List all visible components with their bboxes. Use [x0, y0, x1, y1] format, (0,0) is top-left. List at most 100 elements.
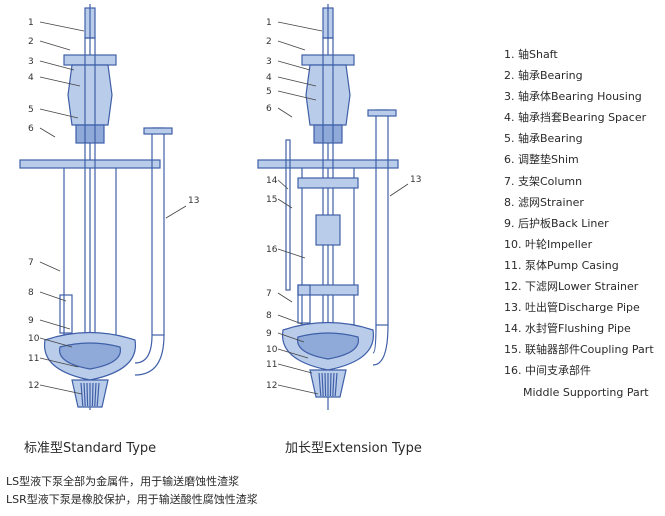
callout-number: 9	[266, 329, 272, 339]
legend-item-6: 6. 调整垫Shim	[504, 153, 579, 167]
callout-leader	[277, 198, 293, 209]
legend-item-5: 5. 轴承Bearing	[504, 132, 583, 146]
bearing-housing	[67, 64, 113, 126]
callout-leader	[277, 90, 317, 101]
callout-leader	[165, 205, 187, 219]
callout-leader	[39, 337, 73, 348]
bearing-lower	[75, 124, 105, 144]
callout-leader	[39, 384, 83, 395]
standard-caption-cn: 标准型	[24, 441, 64, 456]
bearing-lower	[313, 124, 343, 144]
callout-number: 7	[266, 289, 272, 299]
callout-number: 14	[266, 176, 278, 186]
strainer-rib	[94, 382, 97, 407]
callout-number: 16	[266, 245, 278, 255]
callout-leader	[39, 291, 67, 302]
callout-leader	[39, 261, 61, 272]
mounting-plate	[257, 159, 399, 169]
top-flange	[301, 54, 355, 66]
strainer-rib	[324, 372, 327, 397]
strainer-rib	[96, 382, 100, 407]
callout-leader	[39, 319, 71, 330]
legend-item-8: 8. 滤网Strainer	[504, 195, 584, 209]
callout-leader	[277, 248, 306, 259]
callout-number: 12	[266, 381, 277, 391]
strainer-rib	[334, 372, 338, 397]
discharge-elbow-outer	[372, 324, 389, 366]
callout-leader	[39, 357, 79, 368]
callout-number: 10	[266, 345, 278, 355]
extension-caption-en: Extension Type	[324, 441, 422, 456]
legend-item-12: 12. 下滤网Lower Strainer	[504, 280, 639, 294]
callout-number: 2	[266, 37, 272, 47]
discharge-pipe	[151, 127, 165, 336]
legend-item-16: 16. 中间支承部件	[504, 364, 591, 378]
callout-leader	[277, 60, 311, 71]
strainer-rib	[80, 382, 84, 407]
callout-leader	[277, 292, 293, 303]
legend-item-16-continued: Middle Supporting Part	[523, 385, 649, 399]
discharge-elbow	[372, 324, 377, 354]
callout-leader	[39, 21, 85, 32]
column-flange-upper	[297, 177, 359, 189]
strainer-rib	[83, 382, 86, 407]
mounting-plate	[19, 159, 161, 169]
strainer-rib	[86, 382, 89, 407]
callout-number: 5	[266, 87, 272, 97]
bearing-housing	[305, 64, 351, 126]
discharge-flange	[143, 127, 173, 135]
legend-item-11: 11. 泵体Pump Casing	[504, 258, 619, 272]
callout-number: 4	[28, 73, 34, 83]
strainer-rib	[318, 372, 322, 397]
callout-number: 5	[28, 105, 34, 115]
callout-leader	[277, 348, 309, 359]
legend-item-10: 10. 叶轮Impeller	[504, 237, 593, 251]
coupling	[315, 214, 341, 246]
middle-support	[297, 284, 359, 296]
callout-leader	[277, 179, 289, 190]
legend-item-3: 3. 轴承体Bearing Housing	[504, 90, 642, 104]
callout-number: 11	[266, 360, 277, 370]
strainer-rib	[329, 372, 332, 397]
callout-number: 2	[28, 37, 34, 47]
discharge-flange	[367, 109, 397, 117]
legend-item-13: 13. 吐出管Discharge Pipe	[504, 301, 640, 315]
legend-item-9: 9. 后护板Back Liner	[504, 216, 609, 230]
callout-number: 7	[28, 258, 34, 268]
callout-leader	[277, 314, 303, 325]
callout-number: 12	[28, 381, 39, 391]
pump-drawings	[19, 4, 399, 410]
callout-number: 3	[266, 57, 272, 67]
callout-number: 4	[266, 73, 272, 83]
callout-leader	[277, 76, 317, 87]
callout-number: 6	[28, 124, 34, 134]
discharge-elbow	[134, 334, 153, 364]
callout-leader	[39, 127, 56, 138]
extension-type-caption: 加长型Extension Type	[285, 437, 422, 456]
callout-leaders	[39, 21, 409, 395]
callout-leader	[277, 384, 319, 395]
discharge-elbow-outer	[134, 334, 165, 376]
callout-leader	[277, 107, 293, 118]
callout-leader	[277, 332, 305, 343]
strainer-rib	[321, 372, 324, 397]
legend-item-1: 1. 轴Shaft	[504, 48, 558, 61]
extension-caption-cn: 加长型	[285, 441, 325, 456]
callout-number: 8	[28, 288, 34, 298]
legend-item-15: 15. 联轴器部件Coupling Part	[504, 343, 654, 357]
callout-number: 13	[188, 196, 199, 206]
callout-number: 11	[28, 354, 39, 364]
callout-number: 1	[266, 18, 272, 28]
legend-item-2: 2. 轴承Bearing	[504, 69, 583, 83]
impeller	[296, 332, 360, 360]
strainer	[297, 284, 311, 324]
callout-leader	[39, 108, 79, 119]
callout-leader	[39, 60, 75, 71]
strainer-rib	[91, 382, 94, 407]
callout-leader	[277, 363, 313, 374]
callout-leader	[277, 40, 306, 51]
strainer	[59, 294, 73, 334]
impeller	[58, 342, 122, 370]
standard-caption-en: Standard Type	[63, 441, 157, 456]
